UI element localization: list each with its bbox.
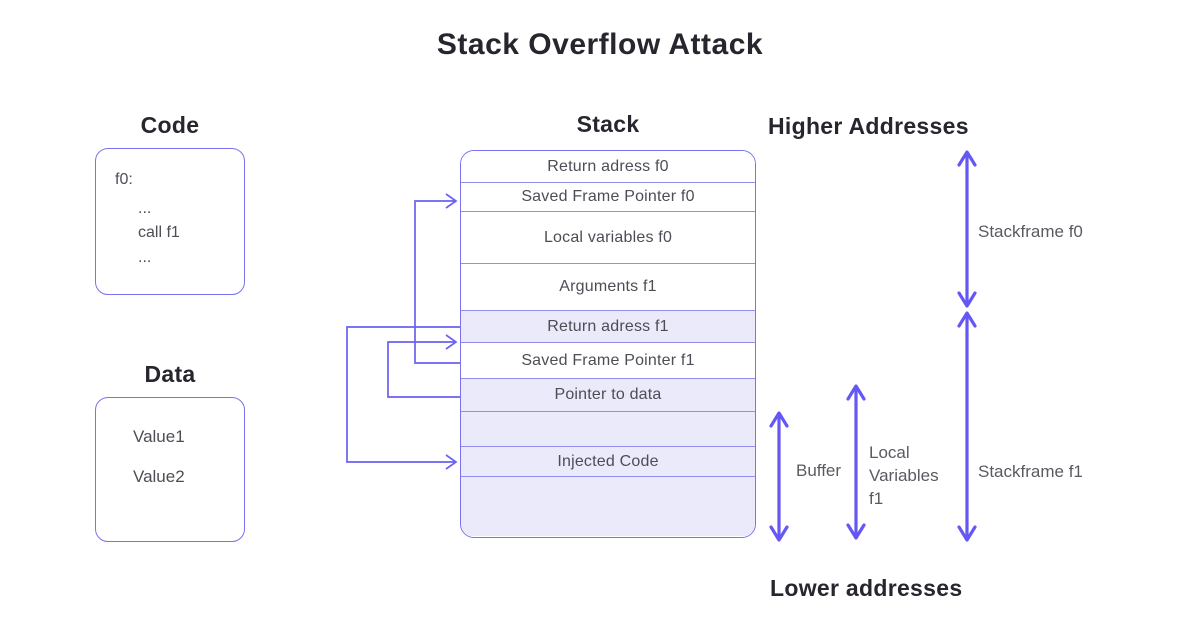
stack-row-saved-frame-pointer-f1: Saved Frame Pointer f1 (461, 343, 755, 379)
code-heading: Code (140, 112, 200, 138)
arrow-return-adress-f1-to-injected-code-icon (346, 326, 460, 470)
local-variables-f1-label: Local Variables f1 (869, 441, 939, 510)
page-title: Stack Overflow Attack (436, 28, 764, 61)
local-variables-f1-line: Variables (869, 466, 939, 485)
data-value: Value1 (133, 427, 185, 446)
higher-addresses-label: Higher Addresses (768, 113, 969, 139)
stack-box: Return adress f0 Saved Frame Pointer f0 … (460, 150, 756, 538)
data-value: Value2 (133, 467, 185, 486)
stack-row-return-adress-f1: Return adress f1 (461, 311, 755, 343)
stack-row-pointer-to-data: Pointer to data (461, 379, 755, 412)
stackframe-f1-range-arrow-icon (957, 311, 977, 542)
code-line: f0: (115, 171, 133, 188)
stackframe-f0-range-arrow-icon (957, 150, 977, 308)
stackframe-f1-label: Stackframe f1 (978, 462, 1083, 481)
code-line: ... (138, 200, 152, 217)
buffer-range-arrow-icon (769, 411, 789, 542)
stack-row-saved-frame-pointer-f0: Saved Frame Pointer f0 (461, 183, 755, 212)
data-box-content: Value1 Value2 (96, 398, 244, 487)
stack-row-empty-buffer (461, 412, 755, 447)
stack-row-local-variables-f0: Local variables f0 (461, 212, 755, 264)
local-variables-f1-line: Local (869, 443, 910, 462)
data-box: Value1 Value2 (95, 397, 245, 542)
lower-addresses-label: Lower addresses (770, 575, 963, 601)
stack-heading: Stack (576, 111, 640, 137)
code-line: call f1 (138, 224, 180, 241)
arrow-pointer-to-data-to-return-adress-f1-icon (387, 334, 460, 398)
stackframe-f0-label: Stackframe f0 (978, 222, 1083, 241)
stack-row-injected-code: Injected Code (461, 447, 755, 477)
local-variables-f1-range-arrow-icon (846, 384, 866, 540)
code-box: f0: ... call f1 ... (95, 148, 245, 295)
code-line: ... (138, 249, 152, 266)
stack-row-return-adress-f0: Return adress f0 (461, 151, 755, 183)
buffer-label: Buffer (796, 461, 842, 480)
stack-row-empty-bottom (461, 477, 755, 536)
data-heading: Data (144, 361, 196, 387)
local-variables-f1-line: f1 (869, 489, 884, 508)
code-box-content: f0: ... call f1 ... (96, 149, 244, 268)
stack-row-arguments-f1: Arguments f1 (461, 264, 755, 311)
arrow-sfp-f1-to-sfp-f0-icon (414, 193, 460, 364)
